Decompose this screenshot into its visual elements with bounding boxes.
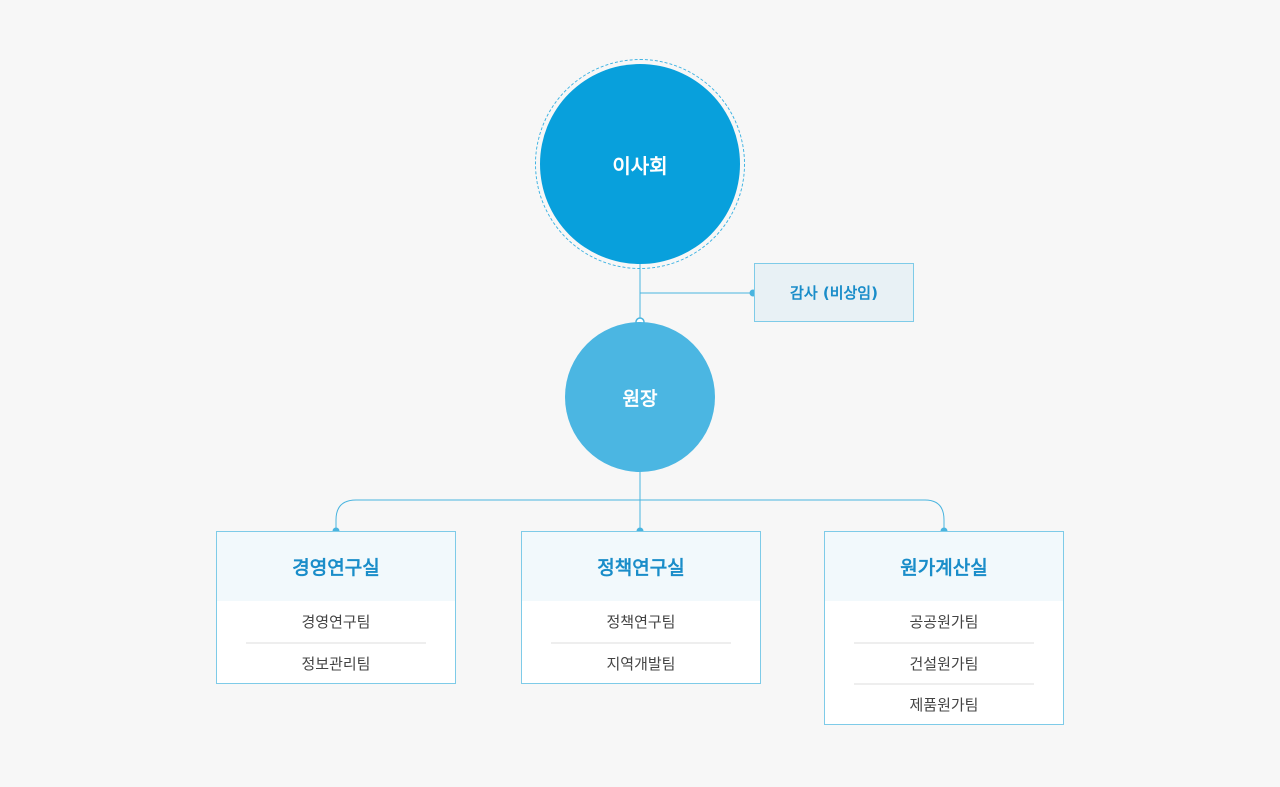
department-box-management: 경영연구실 경영연구팀 정보관리팀 — [216, 531, 456, 684]
team-item: 정보관리팀 — [246, 642, 426, 683]
team-list: 경영연구팀 정보관리팀 — [217, 601, 455, 683]
team-item: 경영연구팀 — [301, 613, 371, 631]
auditor-label: 감사 (비상임) — [790, 284, 878, 302]
team-list: 공공원가팀 건설원가팀 제품원가팀 — [825, 601, 1063, 724]
board-node: 이사회 — [540, 64, 740, 264]
auditor-box: 감사 (비상임) — [754, 263, 914, 322]
team-item: 제품원가팀 — [854, 683, 1034, 724]
board-label: 이사회 — [612, 153, 668, 178]
department-bus-line — [335, 499, 945, 531]
director-label: 원장 — [622, 387, 658, 410]
team-item: 공공원가팀 — [909, 613, 979, 631]
team-item: 건설원가팀 — [854, 642, 1034, 683]
team-item: 지역개발팀 — [551, 642, 731, 683]
director-node: 원장 — [565, 322, 715, 472]
department-box-policy: 정책연구실 정책연구팀 지역개발팀 — [521, 531, 761, 684]
department-title: 정책연구실 — [522, 532, 760, 601]
team-item: 정책연구팀 — [606, 613, 676, 631]
department-title: 경영연구실 — [217, 532, 455, 601]
team-list: 정책연구팀 지역개발팀 — [522, 601, 760, 683]
board-node-ring — [535, 59, 745, 269]
department-title: 원가계산실 — [825, 532, 1063, 601]
department-box-cost: 원가계산실 공공원가팀 건설원가팀 제품원가팀 — [824, 531, 1064, 725]
